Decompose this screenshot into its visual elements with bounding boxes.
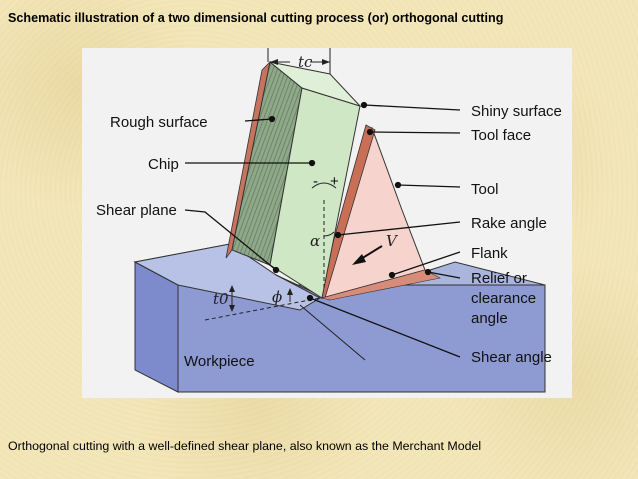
label-tool-face: Tool face — [471, 127, 531, 144]
velocity-symbol: V — [386, 232, 399, 250]
plus-sign: + — [330, 173, 339, 190]
label-shear-angle: Shear angle — [471, 349, 552, 366]
uncut-surface-dashed-line — [204, 297, 321, 321]
minus-sign: - — [313, 173, 318, 190]
tc-symbol: tc — [298, 53, 313, 71]
tool-flank-shadow — [320, 269, 441, 301]
label-relief-line-2: clearance — [471, 290, 536, 307]
label-rake-angle: Rake angle — [471, 215, 547, 232]
rake-angle-construction: - + α ϕ t0 — [213, 173, 339, 312]
tc-dimension: tc — [267, 48, 331, 74]
label-relief-line-1: Relief or — [471, 270, 527, 287]
label-rough-surface: Rough surface — [110, 114, 208, 131]
phi-symbol: ϕ — [272, 288, 282, 306]
label-tool: Tool — [471, 181, 499, 198]
label-shiny-surface: Shiny surface — [471, 103, 562, 120]
t0-symbol: t0 — [213, 290, 229, 308]
page-title: Schematic illustration of a two dimensio… — [8, 11, 504, 25]
workpiece-front-face — [177, 284, 546, 393]
label-relief-line-3: angle — [471, 310, 508, 327]
shear-extension-line — [299, 304, 366, 361]
figure-caption: Orthogonal cutting with a well-defined s… — [8, 439, 482, 453]
alpha-symbol: α — [310, 232, 320, 250]
workpiece — [133, 243, 546, 393]
label-workpiece: Workpiece — [184, 353, 255, 370]
label-shear-plane: Shear plane — [96, 202, 177, 219]
tool — [317, 124, 441, 301]
velocity-arrow: V — [352, 232, 399, 265]
leader-lines — [184, 101, 461, 358]
chip-top — [269, 61, 362, 108]
label-flank: Flank — [471, 245, 508, 262]
label-chip: Chip — [148, 156, 179, 173]
